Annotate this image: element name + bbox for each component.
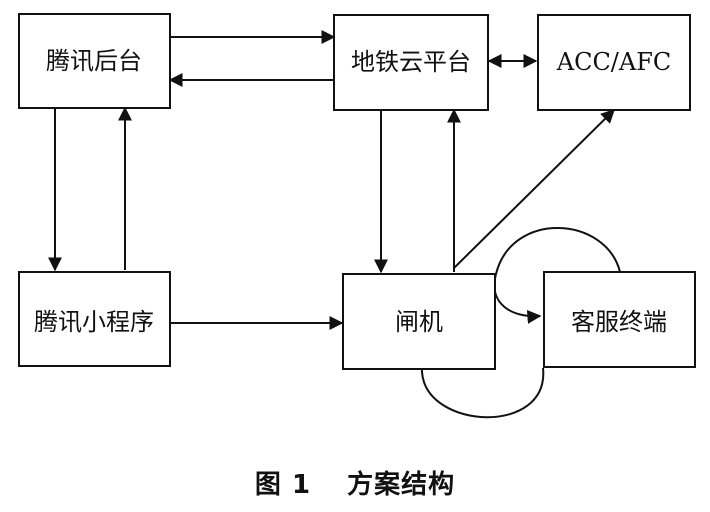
node-service-terminal: 客服终端 xyxy=(543,271,696,368)
edge-gate-to-acc xyxy=(453,109,615,269)
node-tencent-miniprogram: 腾讯小程序 xyxy=(18,271,171,367)
node-label-tencent-miniprogram: 腾讯小程序 xyxy=(34,308,154,336)
edge-terminal-to-gate-loop xyxy=(493,227,621,324)
node-label-metro-cloud: 地铁云平台 xyxy=(351,48,471,76)
node-label-gate: 闸机 xyxy=(395,308,443,336)
node-metro-cloud: 地铁云平台 xyxy=(333,14,489,111)
node-gate: 闸机 xyxy=(342,273,496,370)
node-label-tencent-backend: 腾讯后台 xyxy=(46,47,142,75)
figure-title: 方案结构 xyxy=(347,470,456,500)
node-label-acc-afc: ACC/AFC xyxy=(556,48,672,76)
figure-number: 图 1 xyxy=(254,470,312,500)
edges xyxy=(48,30,621,419)
figure-caption: 图 1 方案结构 xyxy=(0,464,710,501)
node-label-service-terminal: 客服终端 xyxy=(571,308,667,336)
node-acc-afc: ACC/AFC xyxy=(537,14,691,111)
node-tencent-backend: 腾讯后台 xyxy=(18,13,171,109)
